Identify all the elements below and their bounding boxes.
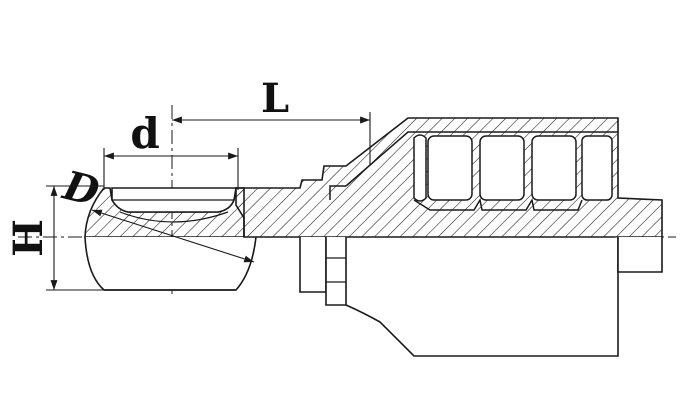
height-label: H [5,219,52,257]
length-label: L [261,75,289,122]
groove-2 [427,135,473,201]
insert-tail-lower [617,237,663,273]
groove-5 [581,135,613,201]
groove-4 [531,135,577,201]
groove-3 [479,135,525,201]
dimension-d [103,148,239,190]
dimension-L [172,112,371,165]
eye-lower-body [84,236,257,291]
sleeve-taper [329,131,618,200]
crimp-grooves [413,134,613,211]
nut-lower [299,237,327,293]
barb-teeth [413,197,583,211]
banjo-eye [84,187,257,291]
bore-diameter-label: d [130,109,159,158]
dimension-H [46,185,104,291]
nut-hex-lower [325,237,347,306]
D-dimension-line [91,209,255,263]
groove-1 [413,134,427,202]
sleeve-lower [345,237,619,357]
dimension-D [91,209,255,263]
